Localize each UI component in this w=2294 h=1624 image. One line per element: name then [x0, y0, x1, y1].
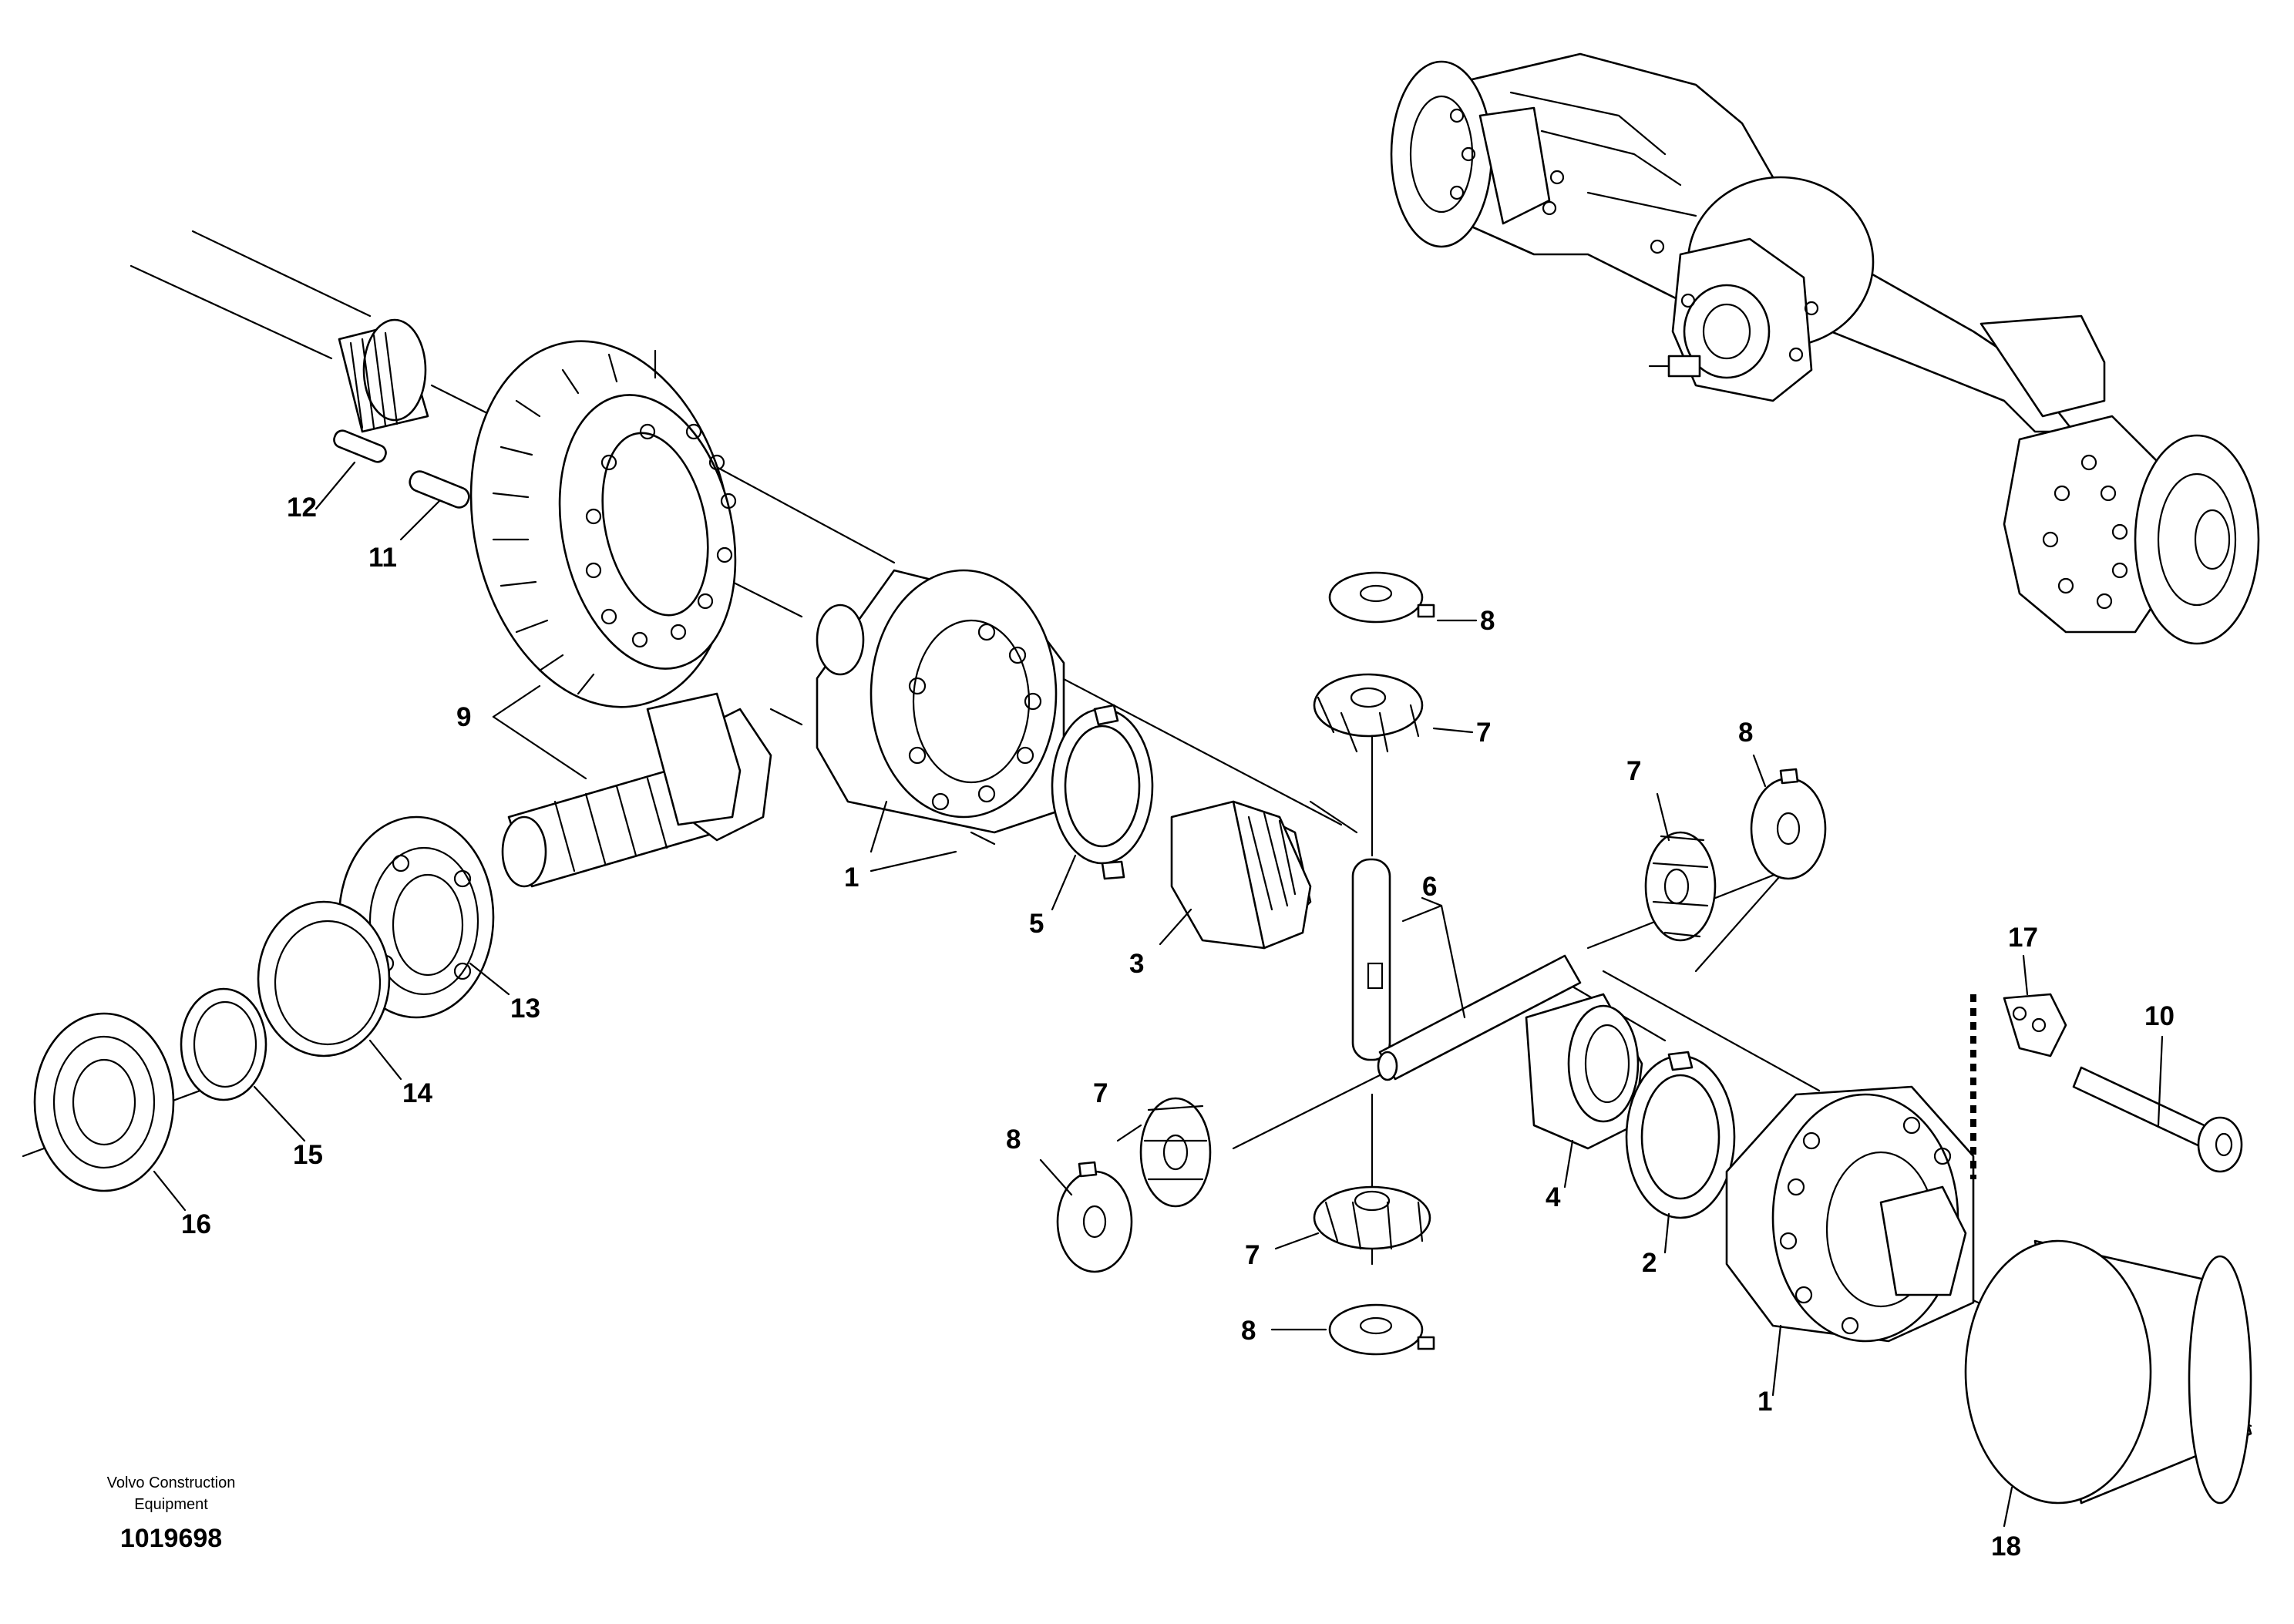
callout-9: 9: [456, 702, 471, 732]
callout-16: 16: [181, 1209, 211, 1239]
callout-17: 17: [2008, 923, 2038, 953]
side-gear-4: [1525, 993, 1643, 1150]
callout-8-right: 8: [1738, 718, 1753, 748]
spider-gear-left: [1139, 1097, 1212, 1208]
callout-5: 5: [1029, 909, 1044, 939]
drawing-number: 1019698: [120, 1524, 222, 1553]
callout-8-left: 8: [1006, 1125, 1021, 1155]
thrust-washer-2: [1625, 1051, 1736, 1219]
callout-labels: 1 1 2 3 4 5 6 7 7 7 7 8 8 8 8 9 10 11 12…: [181, 493, 2175, 1562]
callout-13: 13: [510, 994, 540, 1024]
diff-case-right: [1725, 1085, 1975, 1343]
callout-6: 6: [1422, 872, 1437, 902]
callout-11: 11: [368, 543, 397, 573]
callout-18: 18: [1991, 1532, 2021, 1562]
publisher-line-1: Volvo Construction: [107, 1474, 236, 1491]
pinion-shaft: [501, 692, 772, 888]
callout-8-top: 8: [1480, 606, 1495, 636]
callout-1-right: 1: [1758, 1387, 1772, 1417]
splined-sleeve: [338, 318, 429, 433]
callout-15: 15: [293, 1140, 323, 1170]
thrust-washer-8-left: [1056, 1161, 1133, 1273]
thrust-washer-5: [1051, 704, 1154, 880]
callout-7-left: 7: [1093, 1078, 1108, 1108]
thrust-washer-8-top: [1328, 571, 1435, 624]
bearing-16: [33, 1012, 175, 1192]
ring-gear: [469, 340, 737, 708]
callout-2: 2: [1642, 1248, 1657, 1278]
pin-12: [333, 429, 387, 463]
title-block: Volvo Construction Equipment 1019698: [107, 1474, 236, 1553]
spacer-15: [180, 987, 267, 1101]
callout-leaders: [153, 461, 2164, 1528]
callout-7-top: 7: [1476, 718, 1491, 748]
thrust-washer-8-bottom: [1328, 1303, 1435, 1356]
callout-7-bottom: 7: [1245, 1240, 1260, 1270]
callout-1-left: 1: [844, 862, 859, 893]
cross-shaft-6: [1351, 858, 1582, 1081]
spider-gear-right: [1644, 831, 1717, 942]
shim-14: [257, 900, 391, 1057]
axle-assembly-overview: [1390, 52, 2260, 645]
callout-7-right: 7: [1626, 756, 1641, 786]
bolt-10: [2072, 1066, 2243, 1173]
callout-3: 3: [1129, 949, 1144, 979]
callout-12: 12: [287, 493, 317, 523]
callout-10: 10: [2144, 1001, 2175, 1031]
publisher-line-2: Equipment: [134, 1496, 208, 1513]
spider-gear-bottom: [1313, 1185, 1431, 1250]
diff-case-left: [816, 569, 1065, 834]
lock-plate-17: [1970, 993, 2067, 1179]
thrust-washer-8-right: [1750, 768, 1827, 880]
callout-8-bottom: 8: [1241, 1316, 1256, 1346]
side-gear-3: [1170, 800, 1312, 950]
callout-14: 14: [402, 1078, 432, 1108]
pin-11: [409, 470, 470, 509]
bearing-sleeve-18: [1964, 1239, 2252, 1505]
callout-4: 4: [1546, 1182, 1561, 1212]
spider-gear-top: [1313, 673, 1424, 753]
